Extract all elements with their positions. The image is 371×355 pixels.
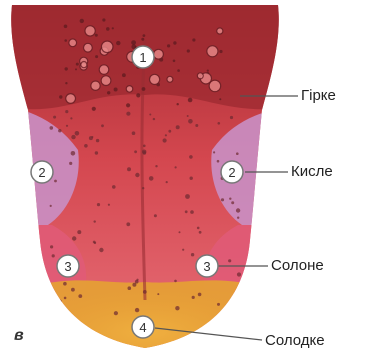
marker-3-right: 3 bbox=[196, 255, 218, 277]
marker-3-right-number: 3 bbox=[203, 259, 210, 274]
marker-1: 1 bbox=[132, 46, 154, 68]
marker-2-right: 2 bbox=[221, 161, 243, 183]
label-salty: Солоне bbox=[271, 257, 324, 275]
marker-2-left-number: 2 bbox=[38, 165, 45, 180]
marker-4: 4 bbox=[132, 316, 154, 338]
label-sour: Кисле bbox=[291, 163, 333, 181]
label-sweet: Солодке bbox=[265, 332, 325, 350]
marker-4-number: 4 bbox=[139, 320, 146, 335]
marker-2-right-number: 2 bbox=[228, 165, 235, 180]
panel-letter: в bbox=[14, 327, 24, 345]
marker-1-number: 1 bbox=[139, 50, 146, 65]
marker-3-left: 3 bbox=[57, 255, 79, 277]
marker-3-left-number: 3 bbox=[64, 259, 71, 274]
marker-2-left: 2 bbox=[31, 161, 53, 183]
label-bitter: Гірке bbox=[301, 87, 336, 105]
